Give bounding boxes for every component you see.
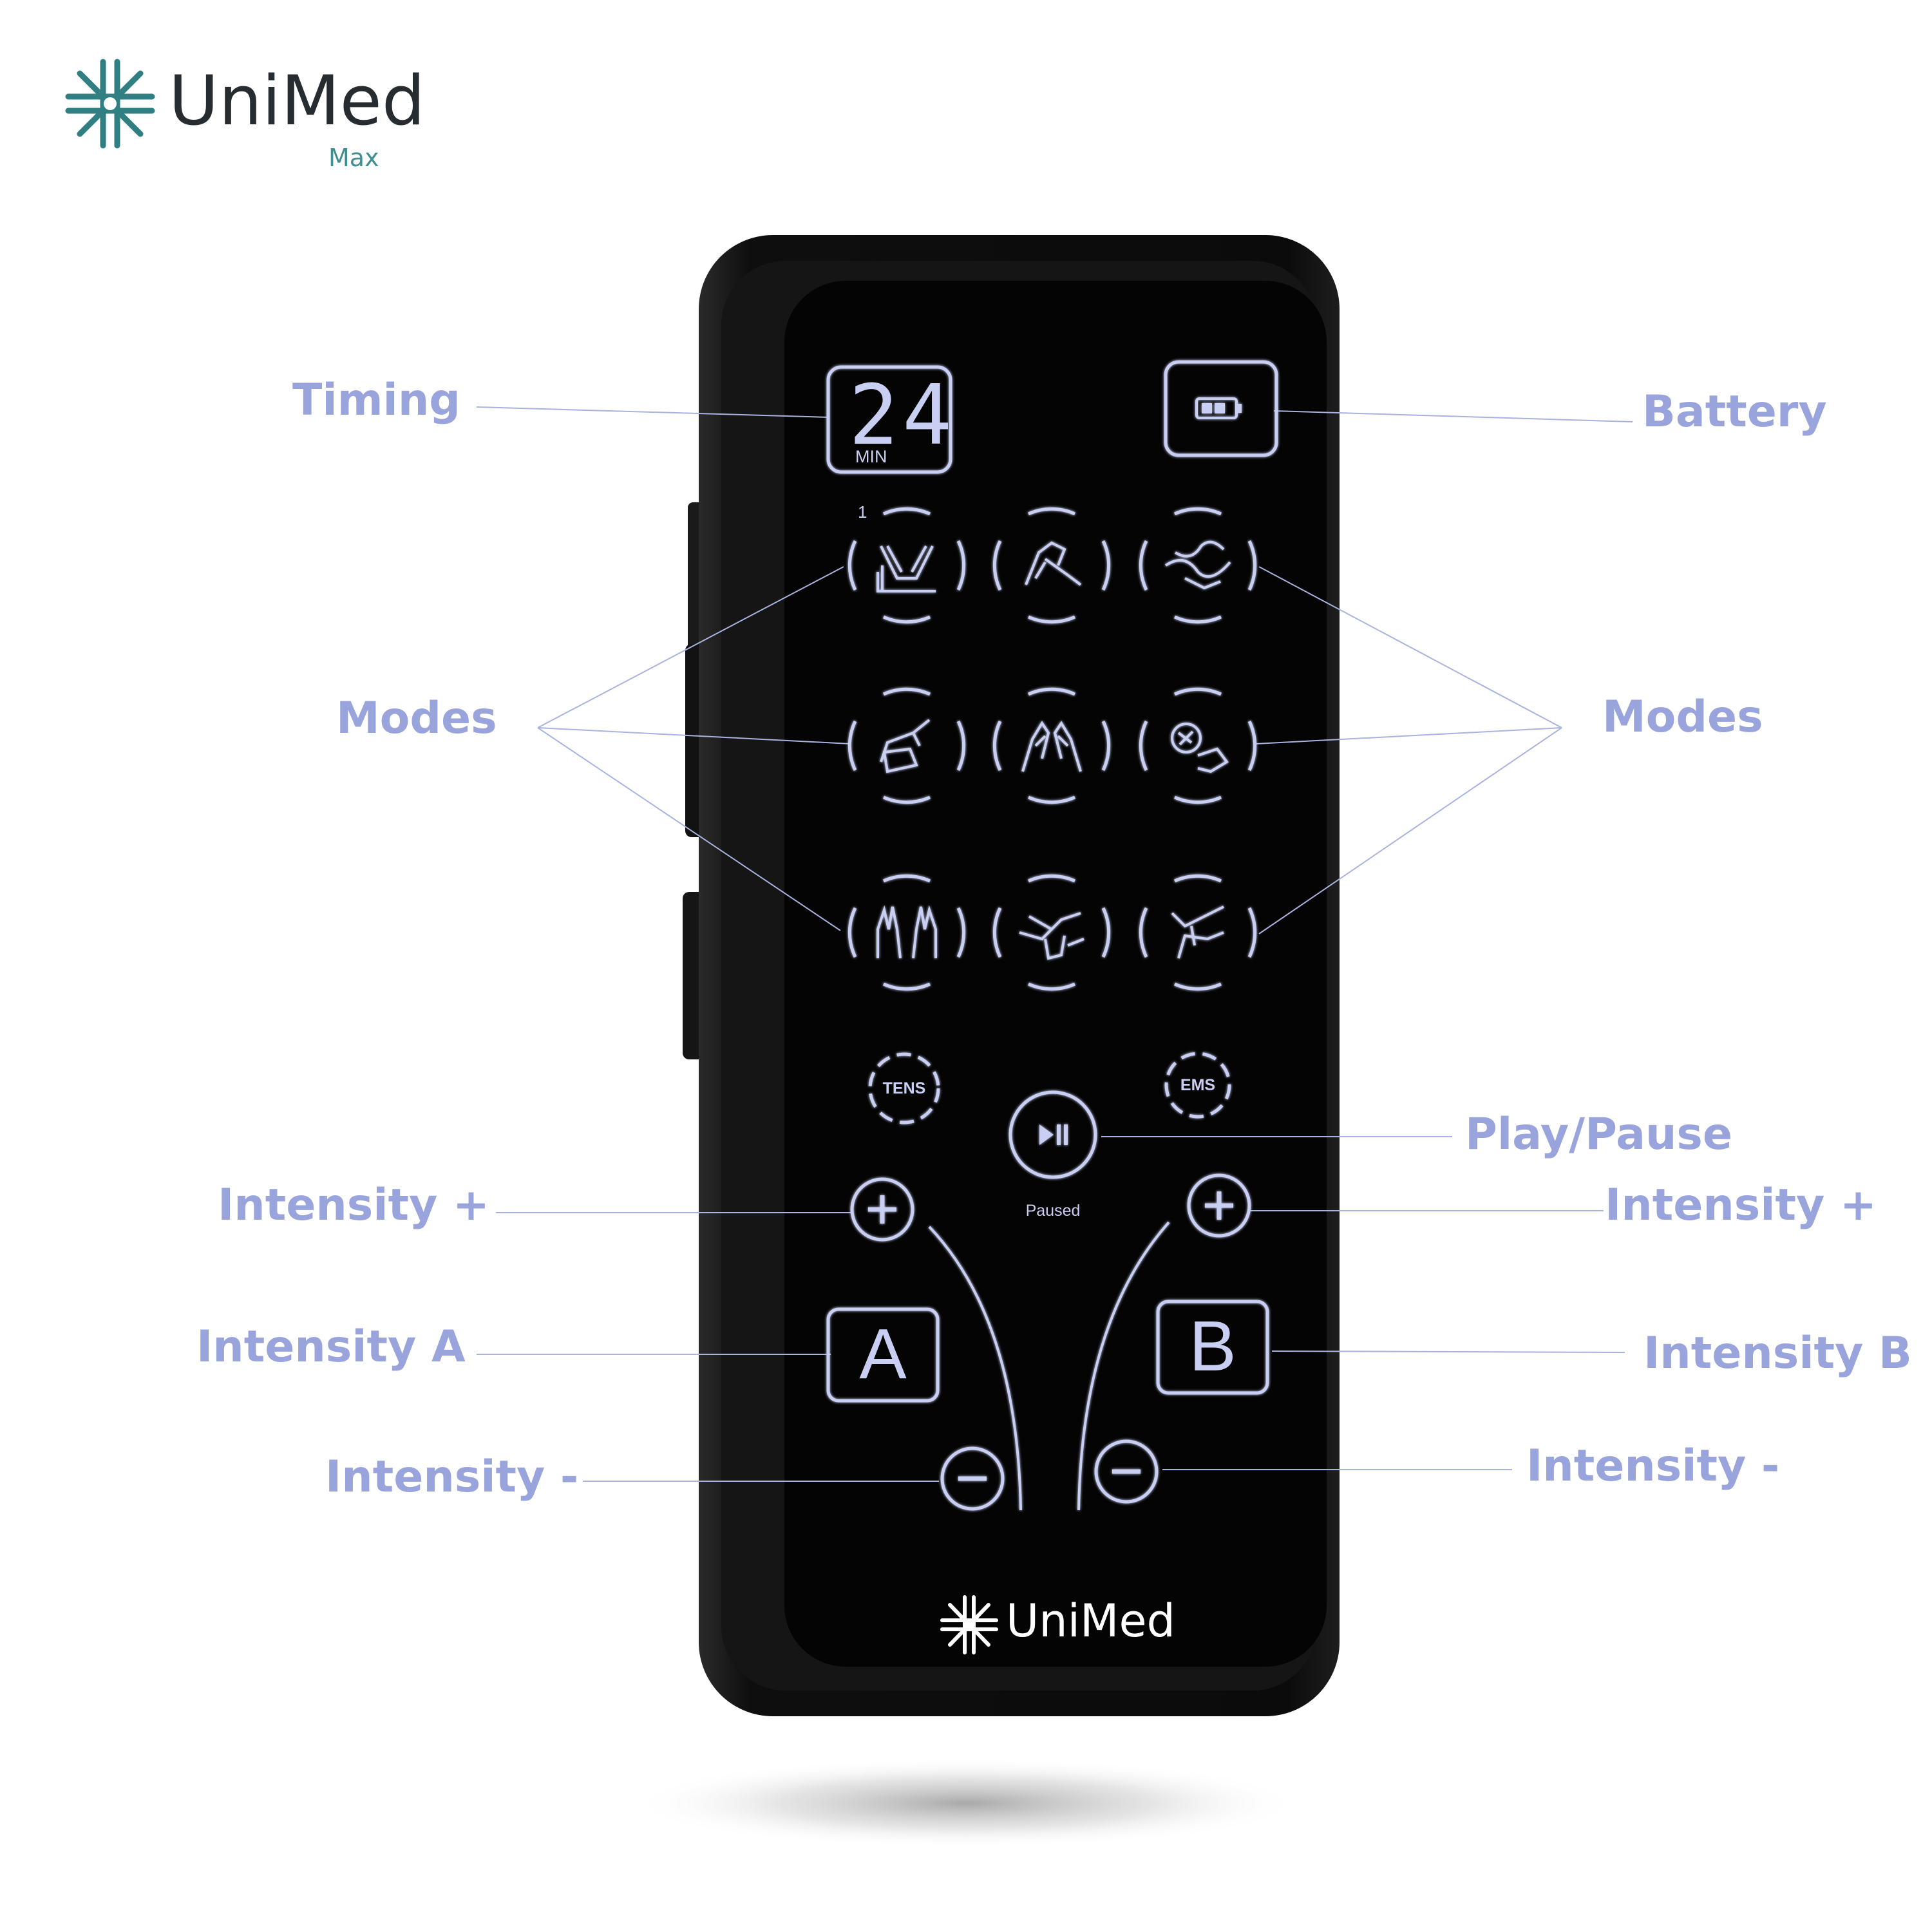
callout-battery: Battery	[1642, 386, 1827, 437]
brand-name: UniMed	[169, 61, 426, 140]
mode-button-1[interactable]	[848, 507, 966, 624]
brand-subtitle: Max	[328, 144, 379, 172]
play-pause-button[interactable]	[1009, 1090, 1097, 1179]
unimed-logo-icon	[65, 59, 155, 149]
battery-button[interactable]	[1164, 360, 1278, 457]
channel-b-label: B	[1189, 1307, 1236, 1386]
mode-button-4[interactable]	[848, 687, 966, 804]
callout-intensity-b: Intensity B	[1643, 1328, 1912, 1379]
tens-button[interactable]	[868, 1052, 940, 1124]
play-status: Paused	[1025, 1202, 1081, 1220]
callout-play-pause: Play/Pause	[1465, 1109, 1733, 1160]
intensity-curve-a	[928, 1226, 1022, 1511]
mode-6-icon	[1171, 723, 1229, 773]
mode-button-7[interactable]	[848, 874, 966, 991]
battery-icon	[1195, 397, 1242, 419]
mode-4-icon	[880, 719, 931, 773]
mode-button-6[interactable]	[1139, 687, 1257, 804]
mode-7-icon	[876, 905, 937, 959]
mode-button-9[interactable]	[1139, 874, 1257, 991]
channel-a-label: A	[859, 1314, 907, 1394]
ems-button[interactable]	[1164, 1052, 1231, 1119]
tens-label: TENS	[882, 1079, 926, 1097]
callout-modes-right: Modes	[1602, 692, 1763, 743]
callout-modes-left: Modes	[336, 693, 497, 744]
mode-9-icon	[1171, 905, 1224, 959]
mode-button-3[interactable]	[1139, 507, 1257, 624]
plus-icon	[868, 1195, 896, 1224]
intensity-minus-b-button[interactable]	[1094, 1439, 1159, 1504]
callout-intensity-minus-right: Intensity -	[1526, 1441, 1780, 1492]
channel-b-button[interactable]	[1156, 1300, 1269, 1395]
device-logo-icon	[940, 1595, 998, 1654]
play-pause-icon	[1039, 1124, 1068, 1145]
mode-index-label: 1	[858, 502, 867, 522]
channel-a-button[interactable]	[826, 1307, 940, 1403]
device-shadow	[631, 1758, 1301, 1848]
intensity-plus-a-button[interactable]	[850, 1177, 914, 1242]
timer-unit: MIN	[855, 447, 887, 466]
timer-value: 24	[849, 368, 956, 464]
mode-1-icon	[876, 545, 936, 592]
intensity-minus-a-button[interactable]	[940, 1446, 1005, 1511]
device-brand-name: UniMed	[1006, 1595, 1175, 1647]
mode-2-icon	[1025, 541, 1082, 586]
intensity-plus-b-button[interactable]	[1187, 1173, 1251, 1238]
mode-button-8[interactable]	[992, 874, 1111, 991]
ems-label: EMS	[1180, 1076, 1216, 1094]
plus-icon	[1205, 1191, 1233, 1220]
callout-timing: Timing	[292, 375, 460, 426]
callout-lines	[476, 406, 1633, 1482]
device-body	[683, 235, 1340, 1716]
mode-3-icon	[1164, 540, 1231, 590]
mode-8-icon	[1019, 912, 1084, 960]
callout-intensity-a: Intensity A	[196, 1321, 466, 1372]
intensity-curve-b	[1077, 1221, 1170, 1511]
mode-button-5[interactable]	[992, 687, 1111, 804]
touch-panel	[784, 281, 1327, 1667]
callout-intensity-plus-left: Intensity +	[218, 1180, 490, 1231]
timer-display[interactable]	[826, 365, 952, 474]
mode-button-2[interactable]	[992, 507, 1111, 624]
mode-5-icon	[1021, 721, 1082, 772]
callout-intensity-minus-left: Intensity -	[325, 1452, 579, 1502]
callout-intensity-plus-right: Intensity +	[1605, 1180, 1877, 1231]
